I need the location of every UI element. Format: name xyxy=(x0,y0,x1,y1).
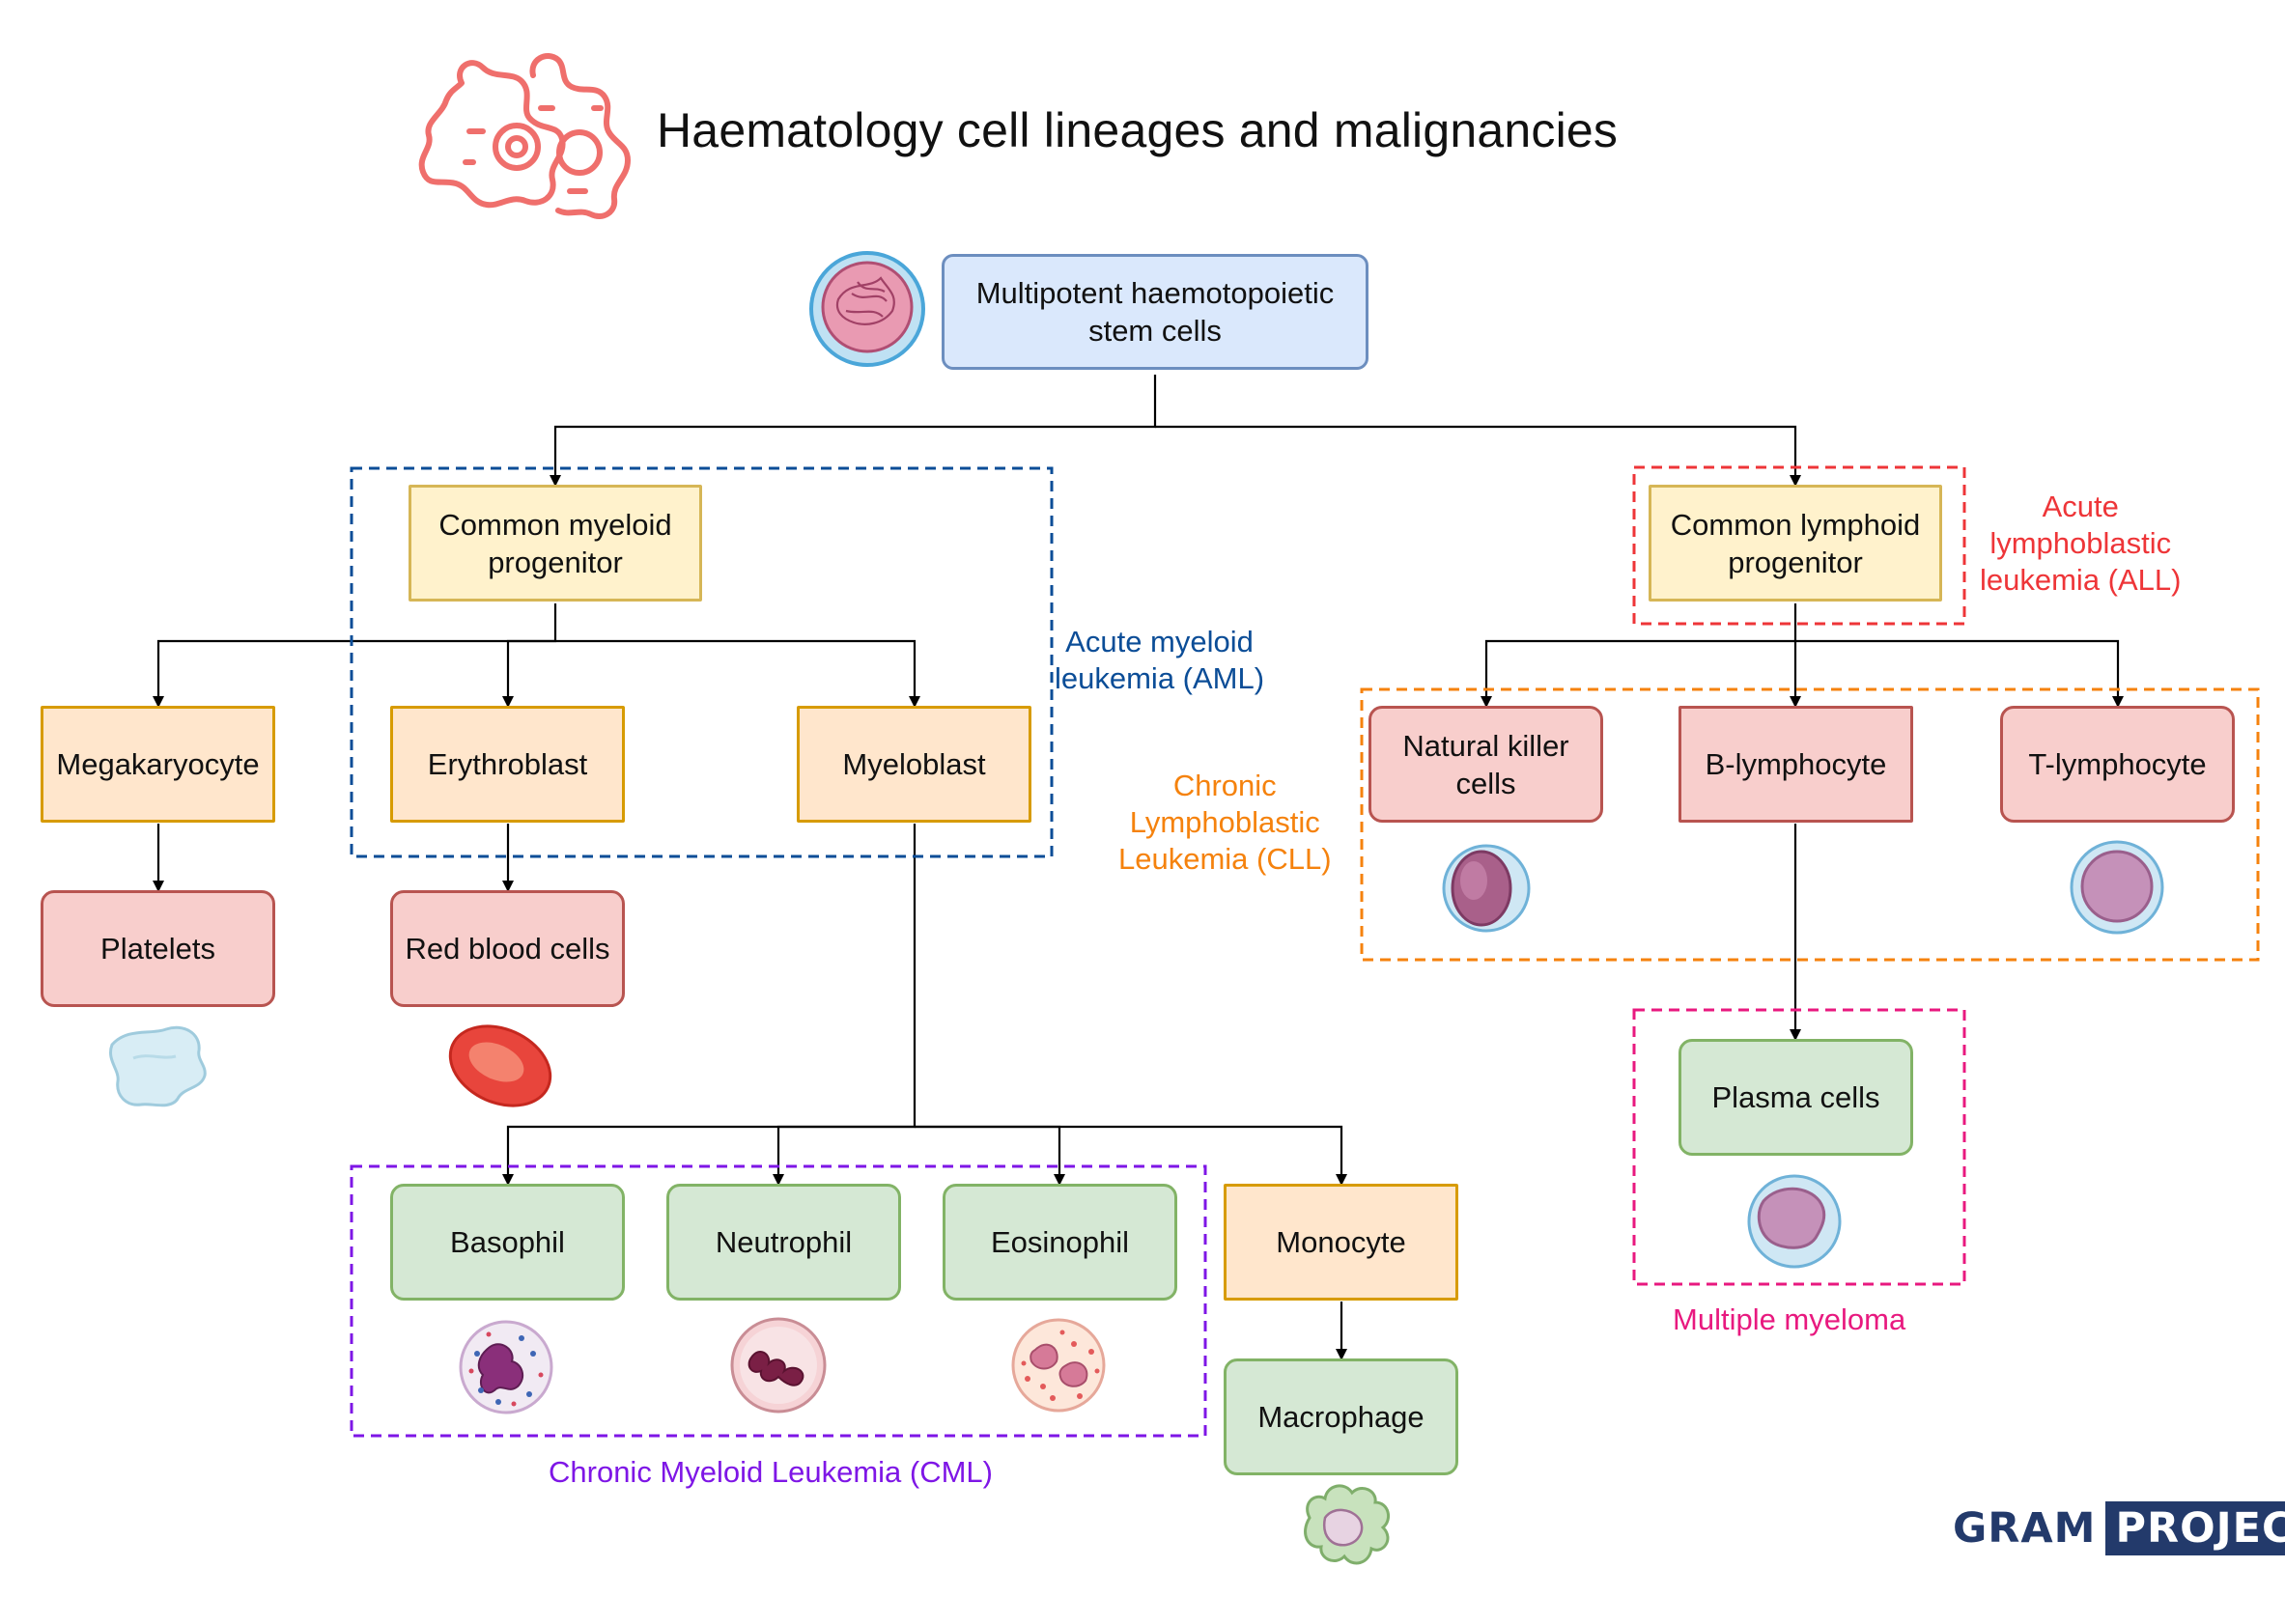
basophil-icon xyxy=(459,1320,553,1414)
cmp-line-1: Common myeloid xyxy=(438,507,672,542)
neutrophil-label: Neutrophil xyxy=(715,1225,853,1259)
t-lymphocyte-node: T-lymphocyte xyxy=(2000,706,2235,823)
cll-label-line-3: Leukemia (CLL) xyxy=(1118,842,1332,876)
b-lymphocyte-node: B-lymphocyte xyxy=(1678,706,1913,823)
macrophage-node: Macrophage xyxy=(1224,1358,1458,1475)
erythroblast-label: Erythroblast xyxy=(427,747,588,781)
mm-group-outline xyxy=(1632,1008,1966,1286)
nk-line-2: cells xyxy=(1455,766,1516,800)
neutrophil-icon xyxy=(730,1317,827,1414)
all-label-line-3: leukemia (ALL) xyxy=(1980,563,2182,597)
mm-label-line-1: Multiple myeloma xyxy=(1673,1302,1906,1336)
plasma-cells-label: Plasma cells xyxy=(1711,1080,1880,1114)
plasma-cell-icon xyxy=(1747,1174,1842,1269)
cll-group-outline xyxy=(1360,687,2260,962)
macrophage-icon xyxy=(1304,1484,1391,1565)
stem-cells-line-2: stem cells xyxy=(1088,314,1222,348)
basophil-label: Basophil xyxy=(450,1225,565,1259)
b-lymphocyte-label: B-lymphocyte xyxy=(1705,747,1887,781)
red-blood-cells-label: Red blood cells xyxy=(405,932,610,966)
nk-line-1: Natural killer xyxy=(1402,728,1569,763)
stem-cell-icon xyxy=(809,251,925,367)
cml-label-line-1: Chronic Myeloid Leukemia (CML) xyxy=(549,1455,993,1489)
megakaryocyte-node: Megakaryocyte xyxy=(41,706,275,823)
t-lymphocyte-label: T-lymphocyte xyxy=(2028,747,2207,781)
myeloblast-node: Myeloblast xyxy=(797,706,1031,823)
eosinophil-icon xyxy=(1011,1318,1106,1413)
connector-lines xyxy=(153,375,2124,1360)
neutrophil-node: Neutrophil xyxy=(666,1184,901,1301)
clp-line-1: Common lymphoid xyxy=(1670,507,1921,542)
logo-left-text: GRAM xyxy=(1953,1504,2097,1553)
red-blood-cells-node: Red blood cells xyxy=(390,890,625,1007)
platelet-icon xyxy=(109,1025,207,1107)
stem-cells-line-1: Multipotent haemotopoietic xyxy=(975,276,1335,310)
aml-group-outline xyxy=(350,466,1054,858)
clp-line-2: progenitor xyxy=(1728,545,1863,579)
t-cell-icon xyxy=(2070,840,2164,935)
red-blood-cell-icon xyxy=(448,1024,552,1107)
mm-label: Multiple myeloma xyxy=(1673,1302,1905,1338)
nk-cell-icon xyxy=(1442,844,1531,933)
all-label-line-1: Acute xyxy=(2042,490,2119,523)
cll-label: Chronic Lymphoblastic Leukemia (CLL) xyxy=(1118,768,1332,878)
megakaryocyte-label: Megakaryocyte xyxy=(56,747,260,781)
aml-label-line-2: leukemia (AML) xyxy=(1055,661,1265,695)
basophil-node: Basophil xyxy=(390,1184,625,1301)
cll-label-line-2: Lymphoblastic xyxy=(1129,805,1320,839)
monocyte-node: Monocyte xyxy=(1224,1184,1458,1301)
all-label: Acute lymphoblastic leukemia (ALL) xyxy=(1980,489,2181,599)
myeloblast-label: Myeloblast xyxy=(842,747,986,781)
cmp-line-2: progenitor xyxy=(488,545,623,579)
eosinophil-node: Eosinophil xyxy=(943,1184,1177,1301)
aml-label: Acute myeloid leukemia (AML) xyxy=(1055,624,1264,697)
eosinophil-label: Eosinophil xyxy=(990,1225,1130,1259)
all-label-line-2: lymphoblastic xyxy=(1989,526,2172,560)
cml-label: Chronic Myeloid Leukemia (CML) xyxy=(549,1454,993,1491)
platelets-node: Platelets xyxy=(41,890,275,1007)
macrophage-label: Macrophage xyxy=(1257,1400,1425,1434)
cml-group-outline xyxy=(350,1164,1207,1438)
plasma-cells-node: Plasma cells xyxy=(1678,1039,1913,1156)
page-title: Haematology cell lineages and malignanci… xyxy=(657,103,1619,157)
gram-project-logo: GRAM PROJECT xyxy=(1953,1501,2285,1555)
monocyte-label: Monocyte xyxy=(1276,1225,1406,1259)
all-group-outline xyxy=(1632,465,1966,626)
logo-right-text: PROJECT xyxy=(2105,1501,2285,1555)
erythroblast-node: Erythroblast xyxy=(390,706,625,823)
platelets-label: Platelets xyxy=(100,932,215,966)
stem-cells-node: Multipotent haemotopoietic stem cells xyxy=(942,254,1368,370)
cells-logo-icon xyxy=(418,53,631,219)
cll-label-line-1: Chronic xyxy=(1172,769,1277,802)
aml-label-line-1: Acute myeloid xyxy=(1065,625,1254,658)
